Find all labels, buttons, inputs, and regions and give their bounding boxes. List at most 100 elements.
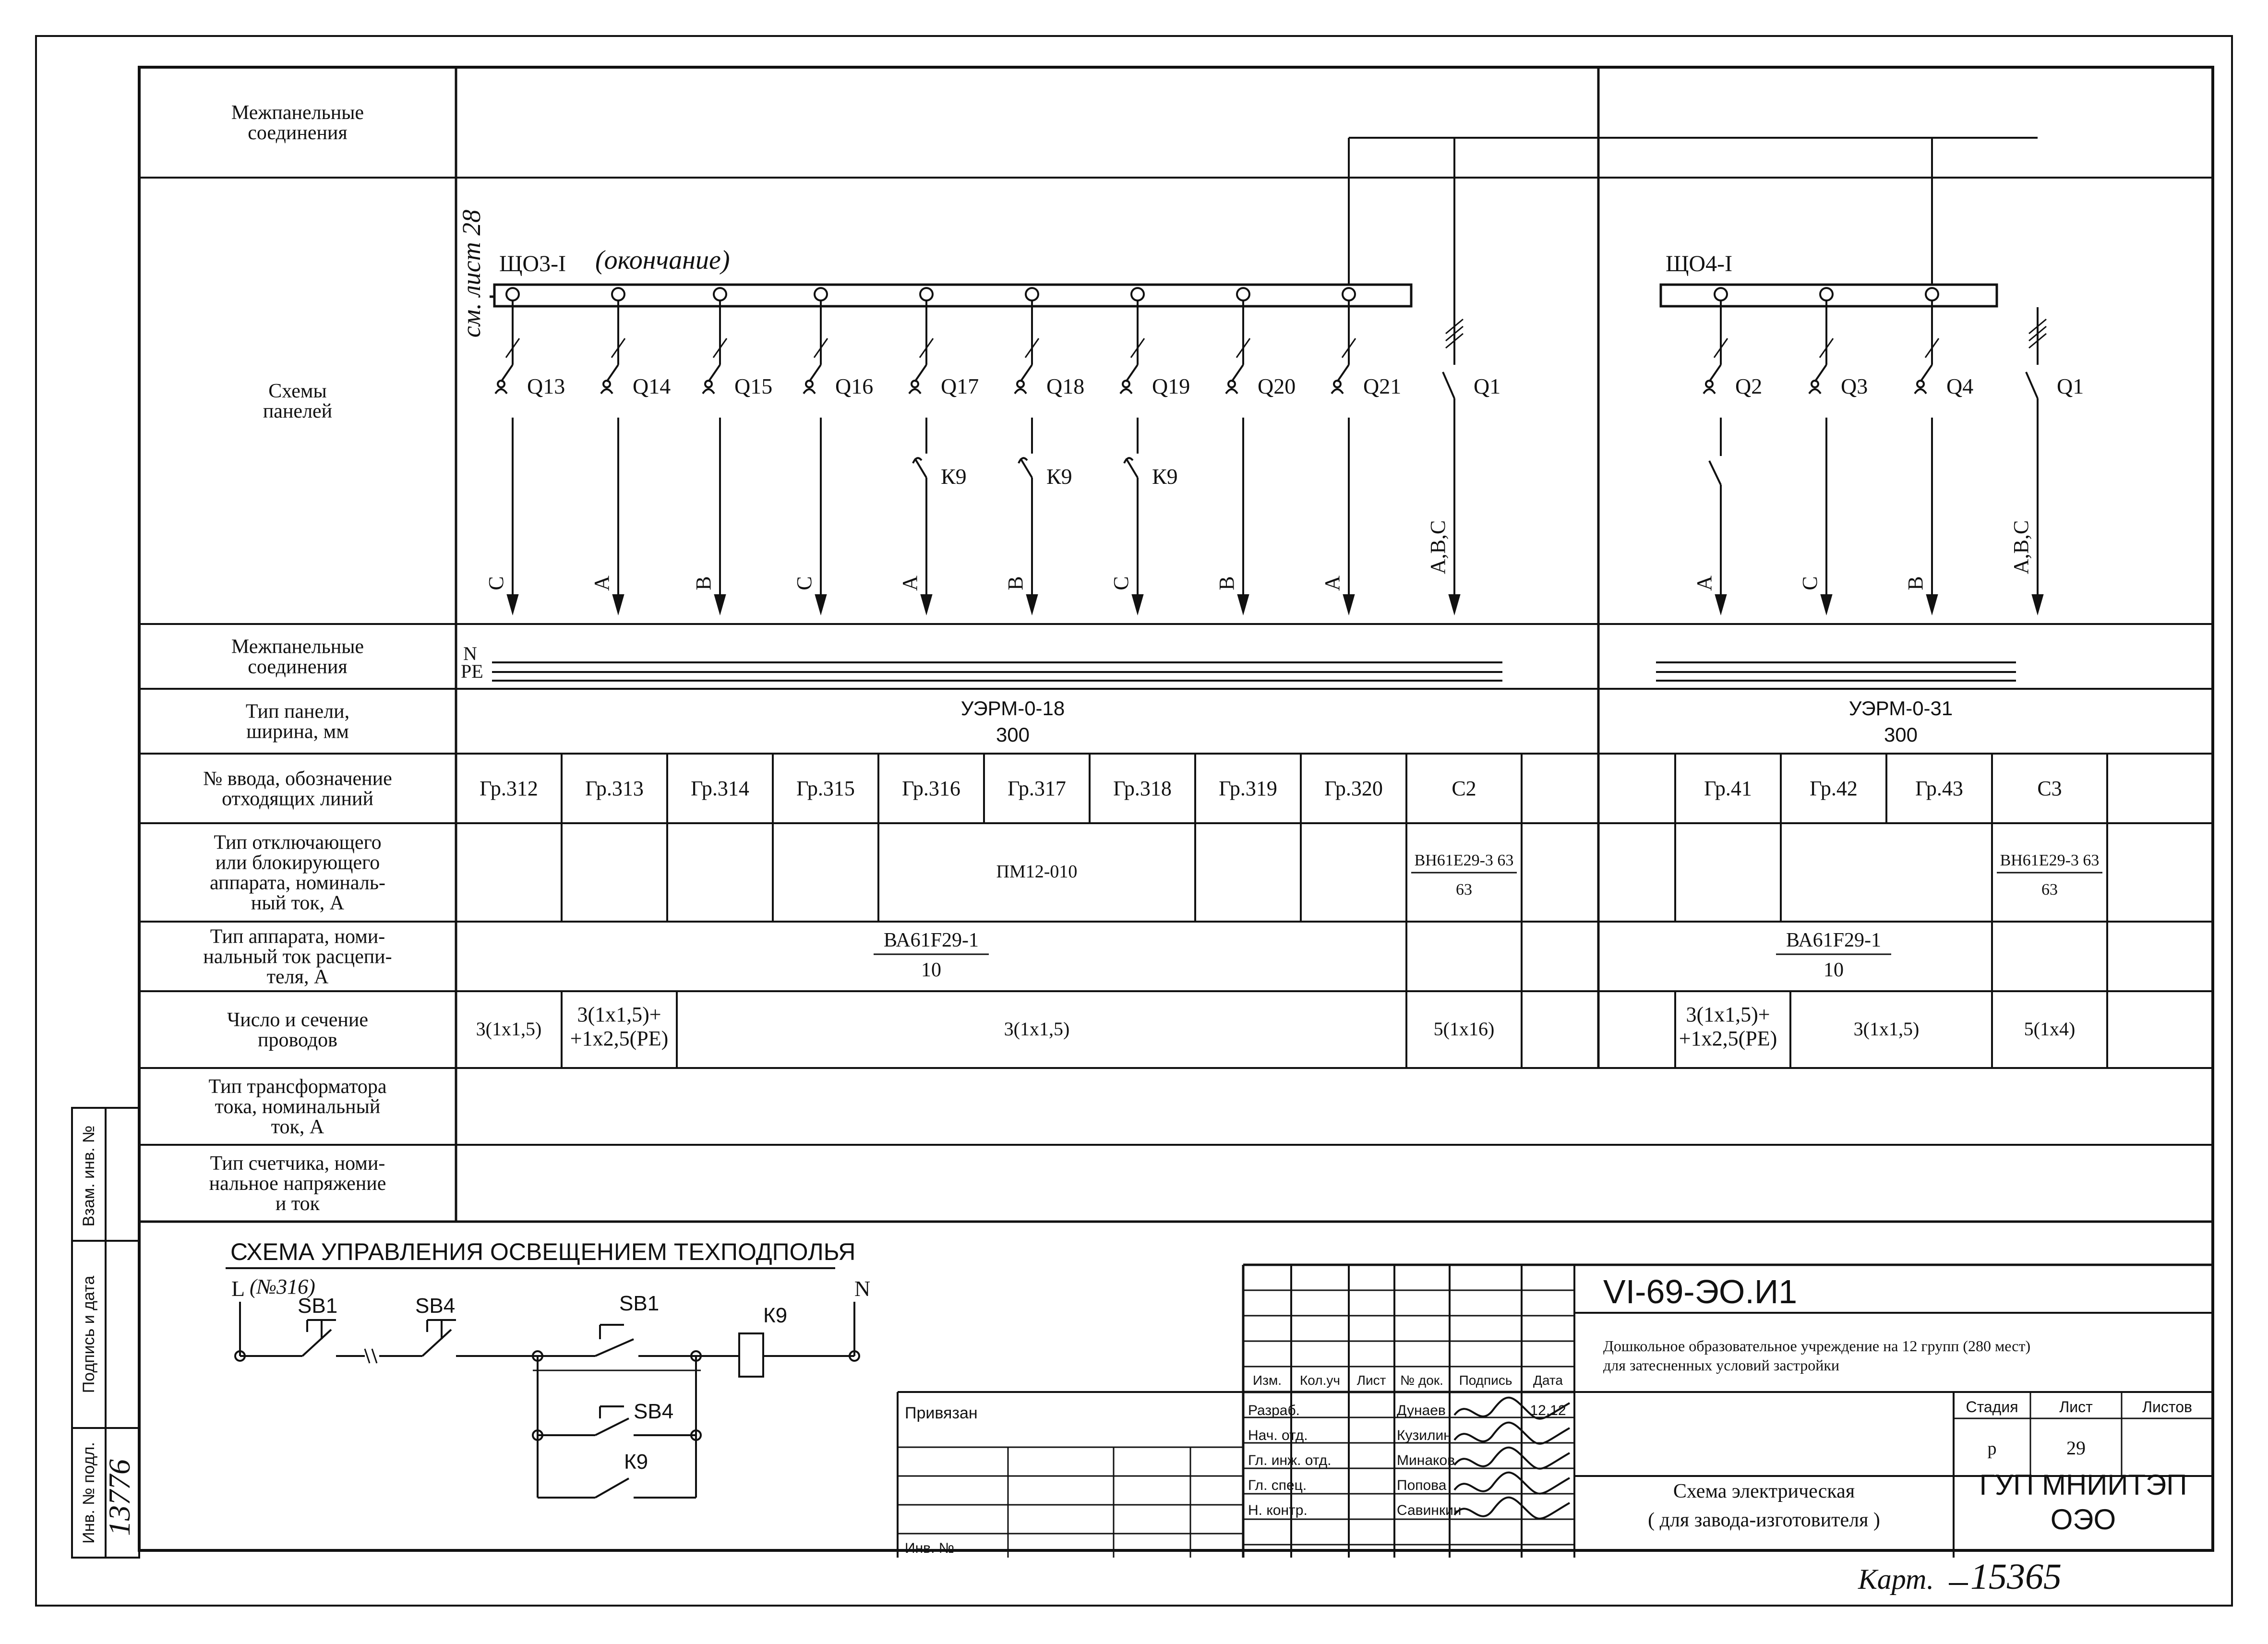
control-scheme-title: СХЕМА УПРАВЛЕНИЯ ОСВЕЩЕНИЕМ ТЕХПОДПОЛЬЯ	[230, 1238, 855, 1265]
panel1-group-7: Гр.318	[1113, 777, 1172, 800]
sheets-label: Листов	[2142, 1398, 2192, 1416]
panel1-group-6: Гр.317	[1008, 777, 1066, 800]
see-sheet-reference: см. лист 28	[457, 210, 486, 337]
sb1-label: SB1	[298, 1294, 337, 1318]
panel1-feeder-2-phase-label: A	[590, 576, 613, 591]
panel1-group-3: Гр.314	[691, 777, 749, 800]
revision-column-header: Лист	[1357, 1373, 1386, 1388]
panel2-feeder-1-breaker-label: Q2	[1735, 374, 1762, 398]
panel2-main-disconnect-type: ВН61Е29-3 63	[2000, 852, 2100, 869]
panel2-wire-1a: 3(1x1,5)+	[1686, 1003, 1770, 1026]
panel2-group-3: Гр.43	[1915, 777, 1963, 800]
panel1-wire-2a: 3(1x1,5)+	[577, 1003, 661, 1026]
name-4: Попова	[1397, 1477, 1447, 1493]
name-3: Минаков	[1397, 1452, 1455, 1468]
drawing-lines	[35, 35, 2233, 1607]
panel1-feeder-2-breaker-label: Q14	[633, 374, 671, 398]
side-stamp-signature-date: Подпись и дата	[80, 1276, 98, 1393]
panel2-main-phase-label: A,B,C	[2009, 520, 2033, 574]
panel1-group-5: Гр.316	[902, 777, 960, 800]
panel1-feeder-9-phase-label: A	[1320, 576, 1344, 591]
panel2-feeder-1-phase-label: A	[1692, 576, 1716, 591]
panel1-wire-rest: 3(1x1,5)	[1004, 1018, 1070, 1040]
panel1-main-wire: 5(1x16)	[1434, 1018, 1495, 1040]
name-5: Савинкин	[1397, 1502, 1461, 1518]
panel1-group-10: С2	[1452, 777, 1476, 800]
panel1-feeder-9-breaker-label: Q21	[1363, 374, 1401, 398]
k9-coil-label: К9	[763, 1304, 787, 1327]
panel2-main-breaker-label: Q1	[2057, 374, 2084, 398]
panel1-main-disconnect-type: ВН61Е29-3 63	[1415, 852, 1514, 869]
panel2-feeder-2-breaker-label: Q3	[1841, 374, 1868, 398]
sb4-parallel-label: SB4	[634, 1400, 673, 1423]
control-l-label: L	[231, 1276, 245, 1301]
panel1-feeder-1-breaker-label: Q13	[527, 374, 565, 398]
role-3: Гл. инж. отд.	[1248, 1452, 1331, 1468]
panel1-feeder-6-phase-label: B	[1004, 576, 1027, 590]
stage-label: Стадия	[1966, 1398, 2018, 1416]
panel2-feeder-3-phase-label: B	[1904, 576, 1927, 590]
pe-bus-label: PE	[461, 660, 483, 682]
role-1: Разраб.	[1248, 1403, 1300, 1418]
panel1-apparatus-type: ВА61F29-1	[884, 929, 979, 951]
panel2-group-2: Гр.42	[1810, 777, 1858, 800]
panel1-feeder-3-breaker-label: Q15	[734, 374, 772, 398]
panel2-type: УЭРМ-0-31	[1849, 697, 1953, 720]
sb1-parallel-label: SB1	[619, 1292, 659, 1315]
panel2-wire-1b: +1x2,5(PE)	[1679, 1027, 1777, 1050]
panel1-group-4: Гр.315	[796, 777, 855, 800]
panel2-feeder-3-breaker-label: Q4	[1946, 374, 1973, 398]
control-l-reference: (№316)	[250, 1275, 315, 1298]
row-header-type_width: Тип панели,ширина, мм	[246, 701, 349, 743]
sb4-label: SB4	[415, 1294, 455, 1318]
revision-column-header: Дата	[1533, 1373, 1563, 1388]
row-header-app_type: Тип аппарата, номи-нальный ток расцепи-т…	[203, 926, 392, 988]
panel1-feeder-5-breaker-label: Q17	[941, 374, 979, 398]
revision-column-header: Кол.уч	[1300, 1373, 1340, 1388]
side-stamp-inventory-number: 13776	[102, 1459, 136, 1536]
role-4: Гл. спец.	[1248, 1477, 1307, 1493]
panel1-feeder-8-phase-label: B	[1215, 576, 1238, 590]
panel1-feeder-1-phase-label: C	[484, 576, 508, 590]
revision-column-header: Изм.	[1253, 1373, 1282, 1388]
name-1: Дунаев	[1397, 1403, 1446, 1418]
panel2-name: ЩО4-I	[1666, 251, 1732, 276]
panel1-type: УЭРМ-0-18	[961, 697, 1065, 720]
panel1-feeder-7-breaker-label: Q19	[1152, 374, 1190, 398]
panel1-group-9: Гр.320	[1324, 777, 1383, 800]
panel1-feeder-6-breaker-label: Q18	[1046, 374, 1084, 398]
panel1-main-disconnect-current: 63	[1456, 881, 1472, 899]
contactor-label: К9	[941, 464, 967, 489]
panel-name: ЩО3-I	[499, 251, 566, 276]
panel1-wire-1: 3(1x1,5)	[476, 1018, 542, 1040]
panel-note: (окончание)	[595, 245, 730, 275]
panel1-feeder-4-phase-label: C	[792, 576, 816, 590]
panel2-group-1: Гр.41	[1704, 777, 1752, 800]
panel1-main-breaker-label: Q1	[1474, 374, 1500, 398]
k9-contact-label: К9	[624, 1450, 648, 1474]
side-stamp-replacement: Взам. инв. №	[80, 1126, 98, 1227]
sheet-value: 29	[2066, 1437, 2086, 1459]
panel1-apparatus-current: 10	[921, 959, 941, 981]
project-name: Дошкольное образовательное учреждение на…	[1603, 1337, 2030, 1374]
side-stamp-original-inventory: Инв. № подл.	[80, 1442, 98, 1544]
panel1-wire-2b: +1x2,5(PE)	[570, 1027, 668, 1050]
panel2-wire-rest: 3(1x1,5)	[1854, 1018, 1920, 1040]
panel2-apparatus-type: ВА61F29-1	[1786, 929, 1881, 951]
panel1-feeder-4-breaker-label: Q16	[835, 374, 873, 398]
revision-column-header: № док.	[1400, 1373, 1443, 1388]
name-2: Кузилин	[1397, 1428, 1452, 1443]
contactor-label: К9	[1046, 464, 1072, 489]
control-n-label: N	[854, 1276, 870, 1301]
attached-label: Привязан	[905, 1404, 978, 1422]
revision-column-header: Подпись	[1459, 1373, 1512, 1388]
panel1-group-2: Гр.313	[585, 777, 644, 800]
panel2-feeder-2-phase-label: C	[1798, 576, 1822, 590]
